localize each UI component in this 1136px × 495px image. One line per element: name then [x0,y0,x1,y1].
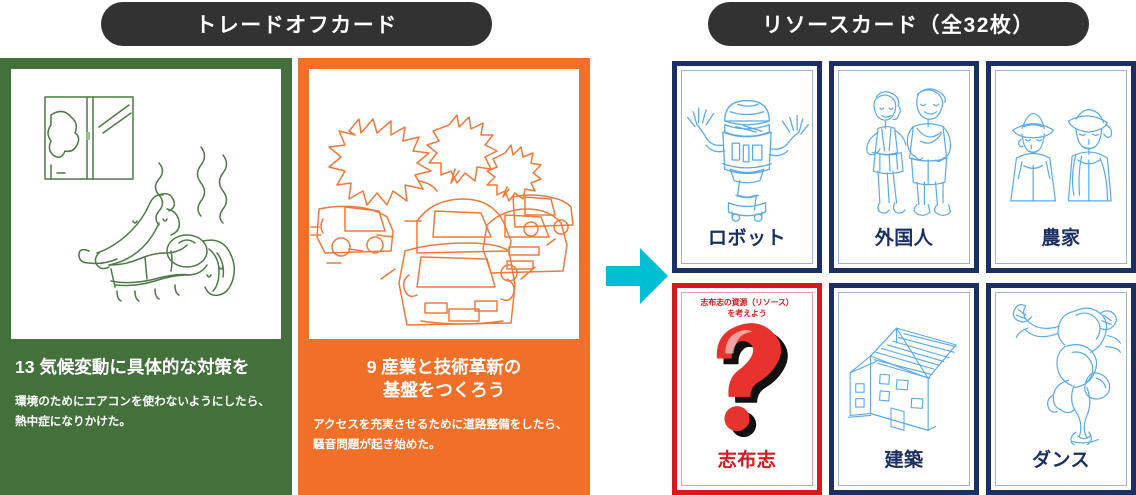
climate-card-body: 環境のためにエアコンを使わないようにしたら、熱中症になりかけた。 [15,395,270,429]
industry-card-title-line1: 9 産業と技術革新の [366,357,522,377]
resource-card-architecture-label: 建築 [884,450,924,471]
resource-card-dance-label: ダンス [1031,450,1091,471]
resource-section-label: リソースカード（全32枚） [708,2,1089,46]
two-farmers-icon [996,71,1126,223]
resource-card-robot-label: ロボット [707,228,786,249]
right-arrow-icon [606,246,668,306]
resource-card-foreigner[interactable]: 外国人 [829,61,979,273]
shibushi-card-note-line1: 志布志の資源（リソース） [700,298,794,307]
resource-card-foreigner-label: 外国人 [874,228,934,249]
climate-illustration [11,69,281,339]
traffic-illustration [309,69,579,339]
resource-card-farmer[interactable]: 農家 [986,61,1136,273]
tradeoff-card-industry-innovation[interactable]: 9 産業と技術革新の 基盤をつくろう アクセスを充実させるために道路整備をしたら… [298,58,590,495]
industry-card-body: アクセスを充実させるために道路整備をしたら、騒音問題が起き始めた。 [313,418,568,452]
resource-card-dance[interactable]: ダンス [986,283,1136,495]
two-people-icon [839,71,969,223]
robot-icon [682,71,812,223]
tradeoff-card-climate-action[interactable]: 13 気候変動に具体的な対策を 環境のためにエアコンを使わないようにしたら、熱中… [0,58,292,495]
tradeoff-section-label: トレードオフカード [101,2,492,46]
house-icon [839,293,969,445]
resource-card-shibushi-label: 志布志 [717,450,777,471]
resource-card-architecture[interactable]: 建築 [829,283,979,495]
resource-card-farmer-label: 農家 [1041,228,1081,249]
climate-card-title: 13 気候変動に具体的な対策を [15,357,250,377]
industry-card-title-line2: 基盤をつくろう [382,380,506,401]
resource-card-shibushi[interactable]: 志布志の資源（リソース） を考えよう [672,283,822,495]
shibushi-card-note-line2: を考えよう [727,308,767,318]
industry-card-title: 9 産業と技術革新の 基盤をつくろう [309,356,579,402]
resource-card-grid: ロボット [672,61,1136,495]
resource-card-robot[interactable]: ロボット [672,61,822,273]
breakdancer-icon [996,293,1126,445]
question-mark-icon [682,320,812,445]
shibushi-card-note: 志布志の資源（リソース） を考えよう [682,293,812,320]
